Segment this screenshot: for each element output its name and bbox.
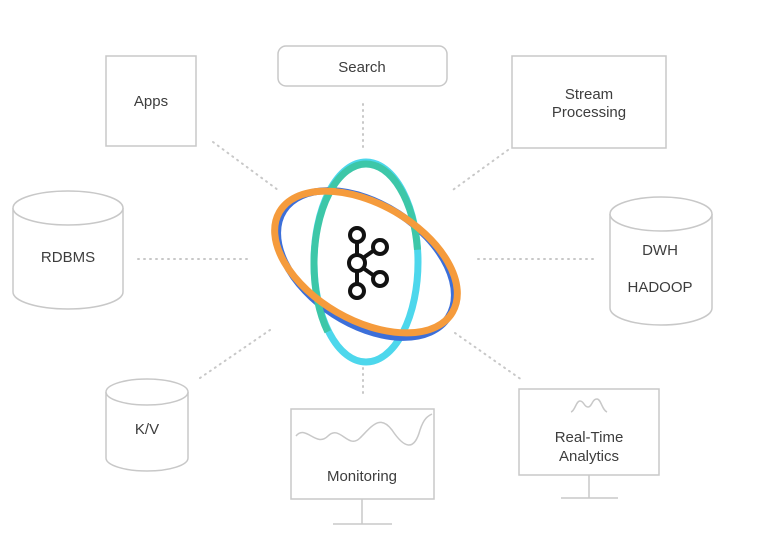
stream-processing-box xyxy=(511,55,667,149)
stream-processing-label-line2: Processing xyxy=(552,104,626,121)
dwh-hadoop-node: DWH HADOOP xyxy=(609,196,713,326)
hadoop-label: HADOOP xyxy=(627,279,692,296)
analytics-label-line1: Real-Time xyxy=(555,429,624,446)
apps-label: Apps xyxy=(134,93,168,110)
apps-node: Apps xyxy=(105,55,197,147)
search-label: Search xyxy=(338,59,386,76)
monitoring-waveform-icon xyxy=(295,413,433,446)
rdbms-cylinder-top xyxy=(12,190,124,226)
stream-processing-node: Stream Processing xyxy=(511,55,667,149)
rdbms-cylinder-body xyxy=(12,208,124,310)
monitoring-label: Monitoring xyxy=(327,468,397,485)
connector-real-time-analytics xyxy=(454,332,523,381)
dwh-cylinder-body xyxy=(609,214,713,326)
dwh-label: DWH xyxy=(642,242,678,259)
monitoring-node: Monitoring xyxy=(290,408,435,525)
stream-processing-label-line1: Stream xyxy=(565,86,613,103)
hub-ring-teal xyxy=(310,160,422,368)
kv-label: K/V xyxy=(135,421,159,438)
dwh-cylinder-top xyxy=(609,196,713,232)
search-node: Search xyxy=(277,45,448,87)
kv-node: K/V xyxy=(105,378,189,472)
kv-cylinder-body xyxy=(105,392,189,472)
rdbms-label: RDBMS xyxy=(41,249,95,266)
connectors xyxy=(137,103,599,399)
hub-ring-orange xyxy=(271,187,461,337)
monitoring-screen xyxy=(290,408,435,500)
rdbms-node: RDBMS xyxy=(12,190,124,310)
connector-kv xyxy=(199,329,271,379)
connector-apps xyxy=(212,141,279,191)
kv-cylinder-top xyxy=(105,378,189,406)
real-time-analytics-node: Real-Time Analytics xyxy=(518,388,660,499)
analytics-peak-chart-icon xyxy=(570,398,608,413)
kafka-logo-icon xyxy=(347,226,389,300)
analytics-label-line2: Analytics xyxy=(559,448,619,465)
apps-box xyxy=(105,55,197,147)
connector-stream-processing xyxy=(449,149,509,193)
kafka-hub xyxy=(271,158,461,368)
analytics-screen xyxy=(518,388,660,476)
search-box xyxy=(277,45,448,87)
